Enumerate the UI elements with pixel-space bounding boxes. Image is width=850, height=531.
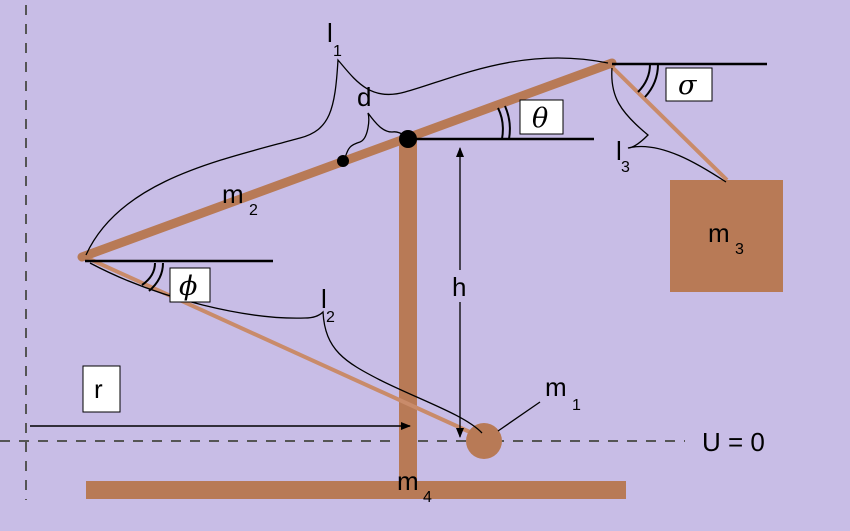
phi-angle-arc — [141, 262, 164, 292]
m4-subscript: 4 — [423, 489, 432, 506]
center-of-mass-dot — [337, 155, 349, 167]
l2-label: l — [321, 284, 327, 314]
projectile-ball — [466, 423, 502, 459]
theta-label-box — [519, 99, 564, 135]
d-brace-curve — [344, 112, 406, 159]
l1-label: l — [327, 18, 333, 48]
l3-subscript: 3 — [621, 159, 630, 176]
theta-angle-arc — [497, 105, 511, 140]
m3-subscript: 3 — [735, 241, 744, 258]
l2-brace-curve — [89, 262, 483, 434]
vertical-post — [399, 140, 417, 490]
counterweight-string — [608, 63, 729, 182]
r-label-box — [82, 365, 121, 413]
l2-subscript: 2 — [326, 309, 335, 326]
sigma-label-box — [665, 67, 713, 102]
m1-label: m — [545, 372, 567, 402]
d-label: d — [357, 82, 371, 112]
phi-label-box — [169, 267, 211, 303]
h-label: h — [452, 272, 466, 302]
sigma-label: σ — [678, 70, 698, 101]
sling-string — [84, 255, 484, 440]
m4-label: m — [397, 466, 419, 496]
l1-brace-curve — [85, 57, 609, 256]
r-label: r — [94, 374, 103, 404]
l3-label: l — [616, 136, 622, 166]
m1-subscript: 1 — [572, 397, 581, 414]
sigma-angle-arc — [637, 63, 659, 98]
counterweight-block — [670, 180, 783, 292]
base-beam — [86, 481, 626, 499]
m3-label: m — [708, 218, 730, 248]
zero-potential-label: U = 0 — [702, 427, 765, 457]
m2-label: m — [222, 179, 244, 209]
l1-subscript: 1 — [333, 43, 342, 60]
phi-label: ϕ — [179, 271, 197, 302]
theta-label: θ — [532, 103, 548, 134]
m2-subscript: 2 — [249, 202, 258, 219]
m1-leader-line — [497, 401, 541, 432]
l3-brace-curve — [611, 67, 727, 183]
